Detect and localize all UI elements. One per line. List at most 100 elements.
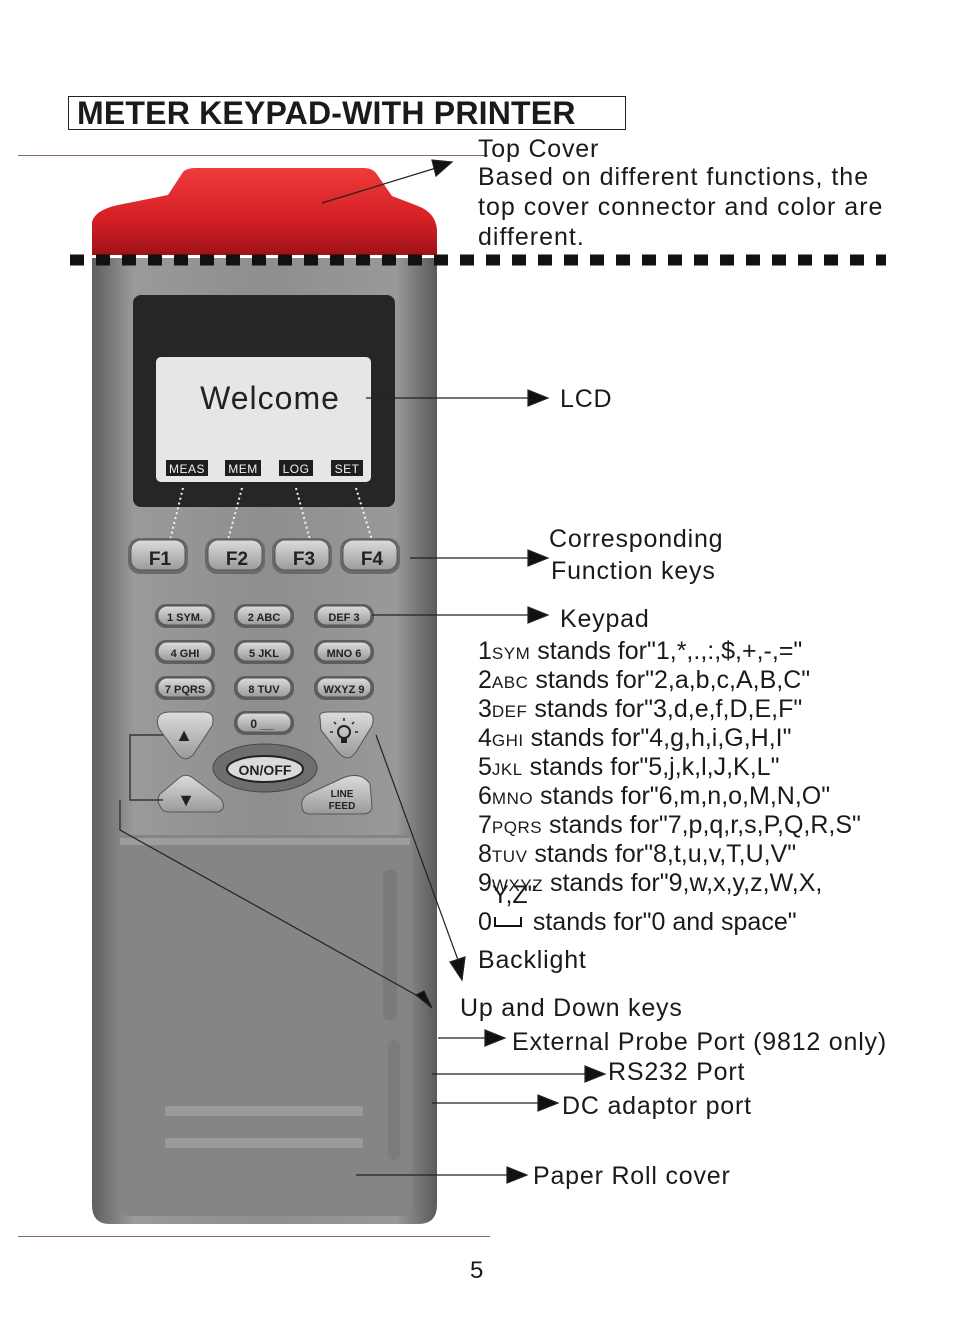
keypad-key-zero[interactable]: 0 __ — [234, 711, 294, 735]
function-key-f2[interactable]: F2 — [205, 538, 265, 574]
key-map-text: stands for"2,a,b,c,A,B,C" — [528, 666, 811, 694]
zero-text: stands for"0 and space" — [525, 908, 797, 936]
up-arrow-key — [156, 711, 214, 760]
key-map-digit: 6 — [478, 782, 492, 810]
line-feed-label-2: FEED — [329, 801, 356, 812]
key-map-digit: 9 — [478, 869, 492, 897]
key-map-line: 3DEF stands for"3,d,e,f,D,E,F" — [478, 696, 861, 725]
keypad-key-label: 5 JKL — [249, 648, 279, 660]
function-keys-label: Corresponding Function keys — [549, 523, 723, 587]
keypad-key[interactable]: MNO 6 — [314, 640, 374, 664]
keypad-key-label: 1 SYM. — [167, 612, 203, 624]
paper-slot-1 — [165, 1106, 363, 1116]
function-keys-label-line: Function keys — [551, 557, 716, 585]
key-map-letters: SYM — [491, 644, 531, 663]
key-map-letters: ABC — [491, 673, 529, 692]
softkey-label-bg — [279, 460, 313, 476]
top-cover-title: Top Cover — [478, 135, 600, 163]
function-key-label: F3 — [293, 549, 315, 570]
bulb-icon — [330, 718, 358, 743]
keypad-key[interactable]: 1 SYM. — [155, 604, 215, 628]
softkey-label-bg — [166, 460, 208, 476]
lcd-label: LCD — [560, 385, 613, 413]
key-map-text: stands for"9,w,x,y,z,W,X, — [543, 869, 823, 897]
function-key-label: F4 — [361, 549, 384, 570]
onoff-label: ON/OFF — [239, 762, 292, 778]
page-number: 5 — [470, 1257, 484, 1284]
function-key-row: F1 F2 F3 F4 — [128, 538, 400, 574]
keypad-key[interactable]: 8 TUV — [234, 676, 294, 700]
key-map-letters: WXYZ — [491, 876, 544, 895]
key-map-digit: 5 — [478, 753, 492, 781]
backlight-label: Backlight — [478, 946, 587, 974]
keypad-key[interactable]: WXYZ 9 — [314, 676, 374, 700]
keypad-key-label: 7 PQRS — [165, 684, 205, 696]
dc-port-label: DC adaptor port — [562, 1092, 752, 1120]
backlight-key — [319, 711, 374, 759]
key-map-text: stands for"4,g,h,i,G,H,I" — [523, 724, 792, 752]
key-map-letters: TUV — [491, 847, 528, 866]
key-map-text: stands for"5,j,k,l,J,K,L" — [522, 753, 780, 781]
keypad-key[interactable]: 7 PQRS — [155, 676, 215, 700]
function-key-label: F2 — [226, 549, 248, 570]
keypad-key-label: WXYZ 9 — [324, 684, 365, 696]
softkey-label: MEAS — [169, 462, 205, 476]
function-key-f4[interactable]: F4 — [340, 538, 400, 574]
softkey-label-bg — [225, 460, 261, 476]
header-rule — [18, 155, 488, 156]
softkey-label: LOG — [283, 462, 310, 476]
key-map-line: 7PQRS stands for"7,p,q,r,s,P,Q,R,S" — [478, 812, 861, 841]
paper-slot-2 — [165, 1138, 363, 1148]
top-cover-desc-line: different. — [478, 223, 585, 251]
up-down-label: Up and Down keys — [460, 994, 683, 1022]
probe-port-label: External Probe Port (9812 only) — [512, 1028, 887, 1056]
key-map-line: 8TUV stands for"8,t,u,v,T,U,V" — [478, 841, 861, 870]
key-map-line: 5JKL stands for"5,j,k,l,J,K,L" — [478, 754, 861, 783]
top-cover-desc-line: top cover connector and color are — [478, 193, 884, 221]
paper-section — [118, 835, 412, 1216]
keypad-key[interactable]: DEF 3 — [314, 604, 374, 628]
key-map-line: 9WXYZ stands for"9,w,x,y,z,W,X, — [478, 870, 861, 899]
key-map-letters: PQRS — [491, 818, 543, 837]
zero-digit: 0 — [478, 908, 492, 936]
top-cover — [92, 168, 437, 255]
softkey-label-bg — [331, 460, 363, 476]
key-map-digit: 2 — [478, 666, 492, 694]
key-map-line: 4GHI stands for"4,g,h,i,G,H,I" — [478, 725, 861, 754]
key-map-text: stands for"1,*,.,:,$,+,-,=" — [530, 637, 803, 665]
keypad-key-label: DEF 3 — [328, 612, 359, 624]
down-arrow-key — [157, 774, 224, 813]
function-keys-label-line: Corresponding — [549, 525, 724, 553]
keypad-key[interactable]: 2 ABC — [234, 604, 294, 628]
space-icon — [493, 917, 522, 928]
keypad-key[interactable]: 5 JKL — [234, 640, 294, 664]
onoff-key — [226, 755, 304, 783]
function-key-f1[interactable]: F1 — [128, 538, 188, 574]
lcd-text: Welcome — [200, 380, 340, 416]
key-map-letters: MNO — [491, 789, 534, 808]
key-map-line: 2ABC stands for"2,a,b,c,A,B,C" — [478, 667, 861, 696]
key-map-digit: 3 — [478, 695, 492, 723]
key-map-digit: 7 — [478, 811, 492, 839]
function-key-f3[interactable]: F3 — [272, 538, 332, 574]
key-map-letters: GHI — [491, 731, 524, 750]
key-map-text: stands for"8,t,u,v,T,U,V" — [527, 840, 797, 868]
down-arrow-icon: ▼ — [177, 790, 195, 810]
keypad-key-label: 2 ABC — [248, 612, 281, 624]
function-key-label: F1 — [149, 549, 172, 570]
line-feed-key — [301, 775, 373, 815]
keypad-key-label: 0 __ — [250, 717, 274, 731]
up-arrow-icon: ▲ — [175, 725, 193, 745]
keypad-key-label: 8 TUV — [248, 684, 280, 696]
footer-rule — [18, 1236, 490, 1237]
keypad-key-label: MNO 6 — [327, 648, 362, 660]
key-map-digit: 4 — [478, 724, 492, 752]
key-map-line: 6MNO stands for"6,m,n,o,M,N,O" — [478, 783, 861, 812]
keypad-key[interactable]: 4 GHI — [155, 640, 215, 664]
key-map-line: 1SYM stands for"1,*,.,:,$,+,-,=" — [478, 638, 861, 667]
key-map-text: stands for"7,p,q,r,s,P,Q,R,S" — [542, 811, 861, 839]
key-map-text: stands for"3,d,e,f,D,E,F" — [527, 695, 803, 723]
paper-roll-label: Paper Roll cover — [533, 1162, 731, 1190]
